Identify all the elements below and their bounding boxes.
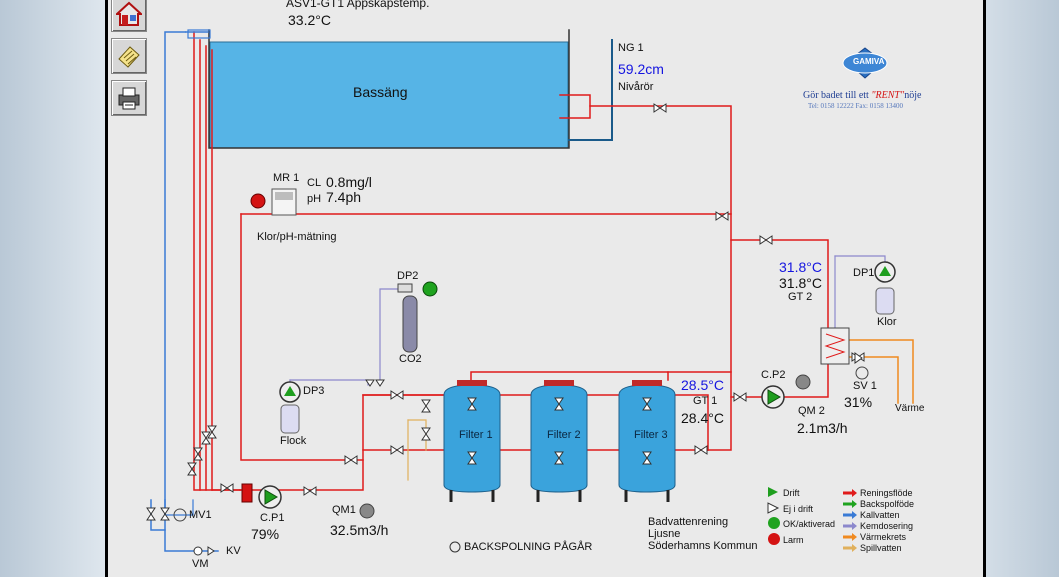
dp3-tag: DP3 [303,385,325,397]
process-diagram [146,29,914,556]
legend-spillvatten: Spillvatten [860,543,902,553]
co2-label: CO2 [399,353,422,365]
legend-ej-drift: Ej i drift [783,504,814,514]
mv1-actuator[interactable] [173,508,187,522]
filter-1-label: Filter 1 [459,429,493,441]
legend-kallvatten: Kallvatten [860,510,900,520]
legend-ok: OK/aktiverad [783,519,836,529]
level-label: Nivårör [618,81,654,93]
gt1-value: 28.4°C [681,410,724,426]
backwash-status: BACKSPOLNING PÅGÅR [464,541,593,553]
filter-vessels [443,380,676,502]
site-line2: Ljusne [648,528,681,540]
logo-slogan: Gör badet till ett "RENT"nöje [803,90,922,101]
qm1-value: 32.5m3/h [330,522,389,538]
sv1-actuator[interactable] [855,366,869,380]
chlorine-caption: Klor/pH-mätning [257,231,337,243]
legend-larm: Larm [783,535,804,545]
home-button[interactable] [111,0,147,32]
heat-label: Värme [895,403,925,414]
flock-label: Flock [280,435,307,447]
pump-cp1[interactable] [258,485,282,509]
chlorine-alarm-indicator [250,193,266,209]
sv1-tag: SV 1 [853,380,877,392]
cl-value[interactable]: 0.8mg/l [326,174,372,190]
notes-button[interactable] [111,38,147,74]
ph-label: pH [307,193,322,205]
qm2-value: 2.1m3/h [797,420,848,436]
qm2-indicator [795,374,811,390]
logo-contact: Tel: 0158 12222 Fax: 0158 13400 [808,102,903,110]
printer-icon [118,87,140,110]
qm2-tag: QM 2 [798,405,825,417]
site-line3: Söderhamns Kommun [648,540,758,552]
pump-dp3[interactable] [279,381,301,403]
backwash-indicator [449,541,461,553]
legend-kemdosering: Kemdosering [860,521,914,531]
dp1-label: Klor [877,316,897,328]
pump-dp1[interactable] [874,261,896,283]
cabinet-temp-label: ASV1-GT1 Appskapstemp. [286,0,430,10]
legend-rening: Reningsflöde [860,488,913,498]
logo-brand: GAMIVA [853,57,885,66]
dp2-tag: DP2 [397,270,419,282]
qm1-indicator [359,503,375,519]
print-button[interactable] [111,80,147,116]
notes-icon [118,46,140,68]
level-value[interactable]: 59.2cm [618,61,664,77]
dp1-tag: DP1 [853,267,875,279]
cp1-value: 79% [251,526,280,542]
co2-ok-indicator [422,281,438,297]
cp2-tag: C.P2 [761,369,786,381]
gamiva-logo [842,47,888,79]
sv1-value: 31% [844,394,873,410]
chlorine-tank [875,287,895,315]
gt2-tag: GT 2 [788,291,813,303]
filter-2-label: Filter 2 [547,429,581,441]
qm1-tag: QM1 [332,504,356,516]
mr1-tag: MR 1 [273,172,300,184]
kv-tag: KV [226,545,241,557]
cp1-tag: C.P1 [260,512,285,524]
home-icon [116,1,142,26]
co2-cylinder [402,295,418,353]
cl-label: CL [307,177,322,189]
process-canvas: ASV1-GT1 Appskapstemp. 33.2°C Bassäng NG… [108,0,983,577]
basin-label: Bassäng [353,84,408,100]
level-tag: NG 1 [618,42,644,54]
basin-water [209,41,569,149]
gt1-tag: GT 1 [693,395,718,407]
gt1-setpoint[interactable]: 28.5°C [681,377,724,393]
mv1-tag: MV1 [189,509,212,521]
cabinet-temp-value: 33.2°C [288,12,331,28]
cp1-heater [241,483,253,503]
legend-varmekrets: Värmekrets [860,532,907,542]
pump-cp2[interactable] [761,385,785,409]
legend-drift: Drift [783,488,800,498]
ph-value[interactable]: 7.4ph [326,189,362,205]
filter-3-label: Filter 3 [634,429,668,441]
flock-tank [280,404,300,434]
vm-tag: VM [192,558,209,570]
legend-backspol: Backspolföde [860,499,915,509]
gt2-value: 31.8°C [779,275,822,291]
gt2-setpoint[interactable]: 31.8°C [779,259,822,275]
site-line1: Badvattenrening [648,516,729,528]
